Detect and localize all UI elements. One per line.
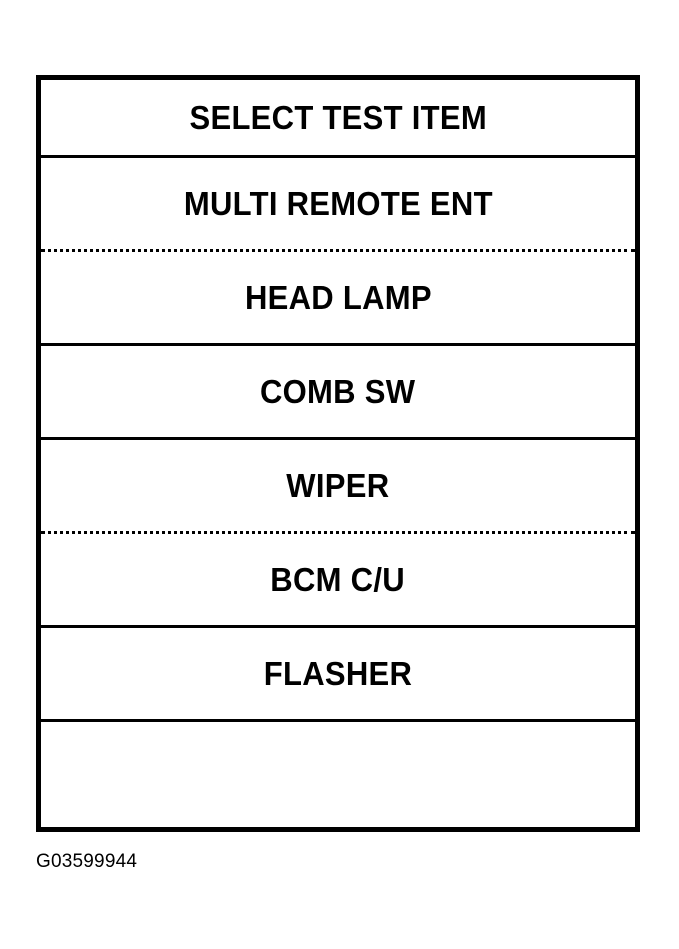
menu-item-flasher[interactable]: FLASHER (41, 628, 635, 722)
select-test-item-screen: SELECT TEST ITEM MULTI REMOTE ENT HEAD L… (36, 75, 640, 832)
menu-item-label: FLASHER (263, 655, 413, 692)
menu-item-bcm-cu[interactable]: BCM C/U (41, 534, 635, 628)
menu-item-empty[interactable] (41, 722, 635, 815)
menu-item-label: WIPER (286, 467, 390, 504)
figure-caption: G03599944 (36, 851, 138, 872)
menu-item-label: HEAD LAMP (244, 279, 432, 316)
screen-title: SELECT TEST ITEM (189, 99, 487, 136)
menu-item-label: MULTI REMOTE ENT (183, 185, 493, 222)
menu-item-label: COMB SW (260, 373, 416, 410)
menu-item-label: BCM C/U (270, 561, 406, 598)
menu-item-comb-sw[interactable]: COMB SW (41, 346, 635, 440)
menu-item-wiper[interactable]: WIPER (41, 440, 635, 534)
screen-title-row: SELECT TEST ITEM (41, 80, 635, 158)
menu-item-head-lamp[interactable]: HEAD LAMP (41, 252, 635, 346)
menu-item-multi-remote-ent[interactable]: MULTI REMOTE ENT (41, 158, 635, 252)
